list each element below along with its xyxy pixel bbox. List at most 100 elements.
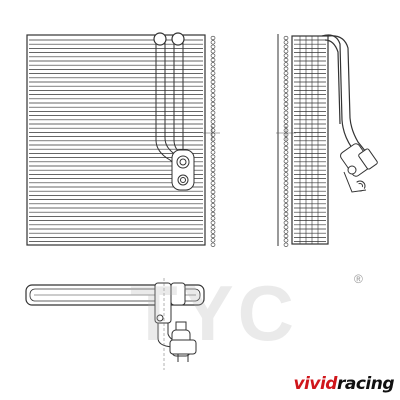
side-bead (283, 49, 289, 54)
front-bead (210, 185, 216, 190)
front-bead (210, 189, 216, 195)
front-bead (210, 181, 216, 186)
side-refrigerant-pipe (321, 34, 367, 159)
front-bead (210, 97, 216, 102)
side-flange-fitting (340, 143, 378, 193)
side-bead (283, 101, 289, 107)
front-bead (210, 123, 216, 129)
front-bead (210, 119, 216, 124)
front-center-mark (203, 126, 220, 140)
registered-trademark-symbol: ® (354, 272, 363, 286)
side-bead (283, 163, 289, 168)
front-bead (210, 233, 216, 239)
vividracing-logo: vividracing (293, 374, 394, 394)
side-bead (283, 88, 289, 93)
front-bead (210, 66, 216, 71)
front-bead (210, 141, 216, 146)
front-bead (210, 172, 216, 177)
side-bead (283, 238, 289, 243)
front-bead (210, 137, 216, 142)
side-bead (283, 225, 289, 230)
side-bead (283, 242, 289, 247)
side-bead (283, 150, 289, 155)
side-bead (283, 189, 289, 195)
side-bead (283, 62, 289, 67)
side-core-frame (291, 35, 329, 245)
front-bead (210, 132, 216, 137)
front-bead (210, 176, 216, 181)
front-bead (210, 101, 216, 107)
side-bead (283, 79, 289, 85)
front-bead (210, 163, 216, 168)
side-bead (283, 203, 289, 208)
side-bead (283, 53, 289, 58)
side-bead (283, 106, 289, 111)
side-bead (283, 66, 289, 71)
front-side-bead-strip (210, 35, 216, 247)
front-core-frame (26, 34, 206, 246)
front-bead (210, 194, 216, 199)
front-bead (210, 84, 216, 89)
front-bead (210, 150, 216, 155)
side-bead (283, 167, 289, 173)
front-bead (210, 106, 216, 111)
side-bead (283, 176, 289, 181)
logo-part-vivid: vivid (293, 374, 337, 394)
side-bead (283, 194, 289, 199)
front-bead (210, 198, 216, 203)
front-bead (210, 242, 216, 247)
side-bead (283, 211, 289, 217)
front-bead (210, 71, 216, 76)
side-bead (283, 119, 289, 124)
front-port-top-right (171, 32, 185, 46)
front-bead (210, 79, 216, 85)
side-bead (283, 220, 289, 225)
side-bead (283, 57, 289, 63)
side-bead (283, 154, 289, 159)
front-bead (210, 203, 216, 208)
side-bead (283, 172, 289, 177)
front-bead (210, 225, 216, 230)
side-core-fins (294, 36, 326, 244)
top-core-inner (29, 288, 201, 302)
front-view (26, 32, 220, 247)
front-bead (210, 57, 216, 63)
side-bead (283, 181, 289, 186)
side-bead (283, 216, 289, 221)
front-bead (210, 62, 216, 67)
side-bead (283, 141, 289, 146)
top-view (25, 278, 205, 370)
side-bead (283, 159, 289, 164)
front-bead (210, 115, 216, 120)
front-bead (210, 93, 216, 98)
front-bead (210, 229, 216, 234)
side-bead (283, 84, 289, 89)
front-bead (210, 128, 216, 133)
front-bead (210, 145, 216, 151)
front-bead (210, 49, 216, 54)
side-bead (283, 145, 289, 151)
side-bead (283, 185, 289, 190)
side-bead (283, 198, 289, 203)
front-port-top-left (153, 32, 167, 46)
side-bead (283, 40, 289, 45)
front-bead (210, 216, 216, 221)
front-bead (210, 75, 216, 80)
side-bead-strip (283, 35, 289, 247)
front-bead (210, 211, 216, 217)
side-bead (283, 207, 289, 212)
side-bead (283, 115, 289, 120)
front-bead (210, 110, 216, 115)
front-flange-block (171, 149, 195, 191)
front-bead (210, 238, 216, 243)
side-view (276, 34, 378, 247)
front-bead (210, 159, 216, 164)
side-bead (283, 110, 289, 115)
front-bead (210, 35, 216, 41)
logo-part-racing: racing (336, 374, 395, 394)
side-center-mark (276, 126, 296, 140)
side-bead (283, 93, 289, 98)
front-bead (210, 167, 216, 173)
top-pipe-assembly (154, 282, 197, 362)
